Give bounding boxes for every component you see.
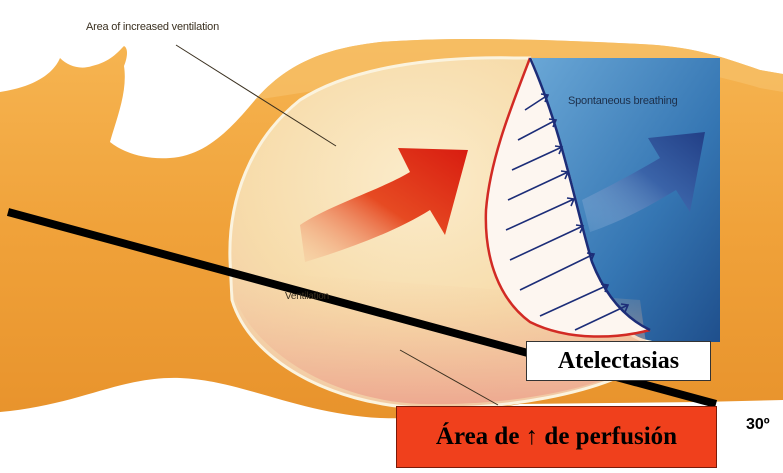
atelectasias-annotation-box: Atelectasias: [526, 341, 711, 381]
label-spontaneous-breathing: Spontaneous breathing: [568, 95, 678, 107]
label-ventilation: Ventilation: [285, 291, 329, 302]
label-increased-ventilation: Area of increased ventilation: [86, 21, 219, 33]
angle-label: 30º: [746, 416, 770, 434]
perfusion-area-annotation-box: Área de ↑ de perfusión: [396, 406, 717, 468]
